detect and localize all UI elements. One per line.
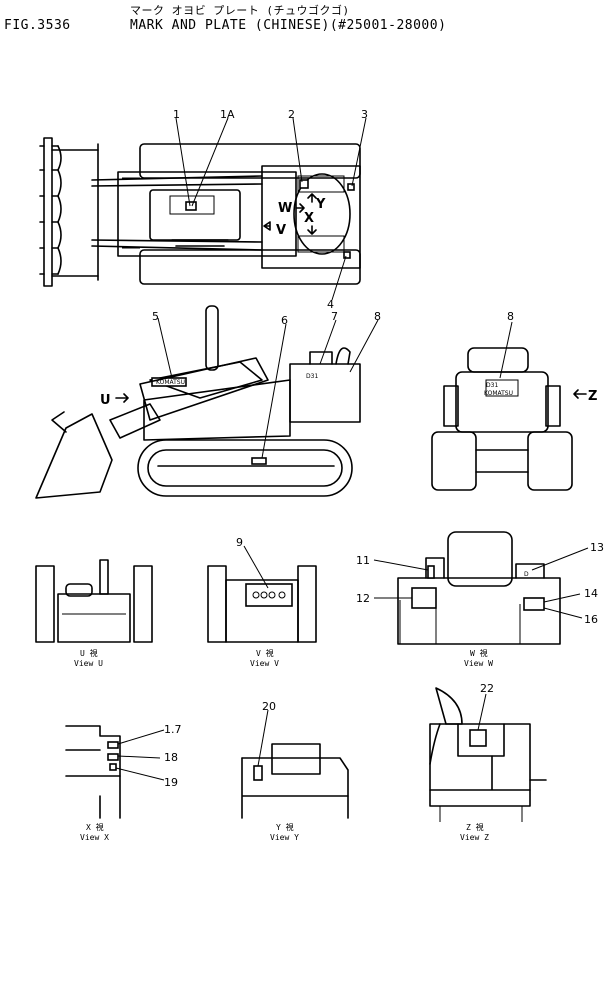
view-w-jp: W 視: [470, 649, 488, 658]
decal-20: [109, 763, 117, 771]
callout-19: 18: [164, 751, 178, 764]
callout-21: 20: [262, 700, 276, 713]
callout-7: 7: [331, 310, 338, 323]
view-v-en: View V: [250, 659, 279, 668]
decal-22: [469, 729, 487, 747]
view-z-en: View Z: [460, 833, 489, 842]
callout-4: 4: [327, 298, 334, 311]
callout-8: 8: [374, 310, 381, 323]
view-u-jp: U 視: [80, 649, 98, 658]
track-rear-right: [527, 431, 573, 491]
decal-12: [427, 565, 435, 579]
seat-y: [271, 743, 321, 775]
view-v: [207, 545, 317, 643]
view-x-jp: X 視: [86, 823, 104, 832]
callout-2: 2: [288, 108, 295, 121]
title-kana: マーク オヨビ プレート (チュウゴクゴ): [130, 4, 350, 17]
callout-18: 1.7: [164, 723, 182, 736]
view-v-jp: V 視: [256, 649, 274, 658]
callout-17: 16: [584, 613, 598, 626]
arrow-label-v: V: [276, 223, 286, 238]
callout-1a: 1A: [220, 108, 235, 121]
callout-9: 8: [507, 310, 514, 323]
decal-1: [185, 201, 197, 211]
view-z-jp: Z 視: [466, 823, 484, 832]
callout-6: 6: [281, 314, 288, 327]
callout-22: 22: [480, 682, 494, 695]
arrow-label-x: X: [304, 211, 314, 226]
decal-6: [251, 457, 267, 465]
arrow-label-z: Z: [588, 389, 597, 404]
callout-1: 1: [173, 108, 180, 121]
callout-16: 14: [584, 587, 598, 600]
seat-top: [293, 173, 351, 255]
view-x: [65, 725, 165, 819]
track-side: [137, 439, 353, 497]
decal-4: [343, 251, 351, 259]
callout-20: 19: [164, 776, 178, 789]
view-x-en: View X: [80, 833, 109, 842]
view-u: [35, 559, 153, 643]
view-w-en: View W: [464, 659, 493, 668]
decal-13: [411, 587, 437, 609]
view-z: [429, 687, 547, 822]
exhaust-stack: [205, 305, 219, 371]
callout-11: 9: [236, 536, 243, 549]
decal-16: [523, 597, 545, 611]
body-rear: [455, 371, 549, 433]
blade: [43, 137, 53, 287]
decal-21: [253, 765, 263, 781]
view-u-en: View U: [74, 659, 103, 668]
decal-d31-rear: D31: [486, 382, 498, 389]
figure-number: FIG.3536: [4, 18, 71, 33]
decal-2: [299, 179, 309, 189]
decal-19: [107, 753, 119, 761]
arrow-label-u: U: [100, 393, 111, 408]
decal-3: [347, 183, 355, 191]
rear-view-dozer: [431, 321, 587, 491]
side-view-loader: [35, 305, 379, 499]
arrow-label-y: Y: [315, 197, 326, 212]
seat-rear: [467, 347, 529, 373]
decal-d31-side: D31: [306, 373, 318, 380]
decal-komatsu-rear: KOMATSU: [484, 390, 513, 397]
decal-komatsu-side: KOMATSU: [156, 379, 185, 386]
view-y-jp: Y 視: [276, 823, 294, 832]
view-w: [373, 531, 589, 645]
rear-cab-side: [289, 363, 361, 423]
decal-18: [107, 741, 119, 749]
view-y: [241, 709, 349, 819]
callout-13: 12: [356, 592, 370, 605]
top-view-dozer: [39, 117, 367, 301]
decal-14-letter: D: [524, 571, 529, 578]
view-y-en: View Y: [270, 833, 299, 842]
figure-title: MARK AND PLATE (CHINESE)(#25001-28000): [130, 18, 447, 33]
track-rear-left: [431, 431, 477, 491]
arrow-label-w: W: [278, 201, 292, 216]
callout-5: 5: [152, 310, 159, 323]
seat-back: [447, 531, 513, 587]
callout-14: 13: [590, 541, 604, 554]
callout-12: 11: [356, 554, 370, 567]
callout-3: 3: [361, 108, 368, 121]
